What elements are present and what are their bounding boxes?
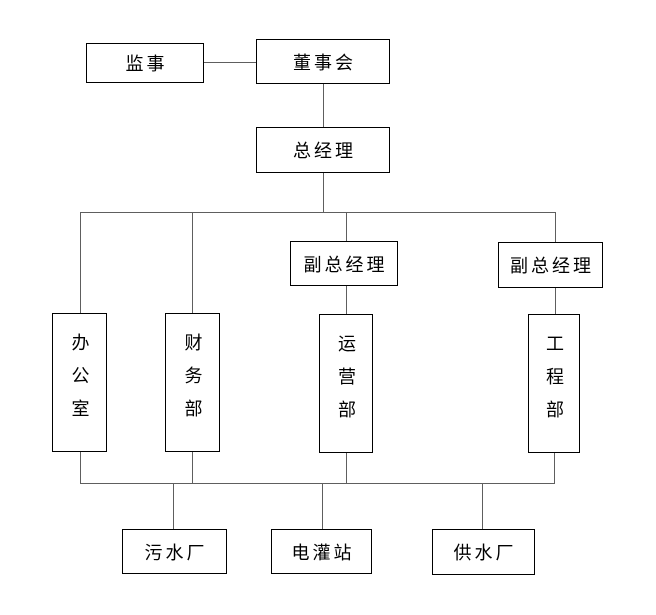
connector-office-bus2 — [80, 452, 81, 483]
node-water-plant-label: 供水厂 — [453, 543, 517, 563]
node-operations-dept-label: 运营部 — [336, 334, 356, 433]
node-pumping-station[interactable]: 电灌站 — [271, 529, 372, 574]
node-finance-dept-label: 财务部 — [182, 333, 203, 432]
node-office-label: 办公室 — [69, 333, 90, 432]
node-supervisor-label: 监事 — [125, 54, 168, 74]
node-water-plant[interactable]: 供水厂 — [432, 529, 535, 575]
node-engineering-dept-label: 工程部 — [544, 334, 564, 433]
connector-bus1-deputy-gm-2 — [555, 212, 556, 242]
connector-bus1 — [80, 212, 556, 213]
node-general-manager-label: 总经理 — [293, 141, 356, 161]
node-finance-dept[interactable]: 财务部 — [165, 313, 220, 452]
connector-gm-bus1 — [323, 173, 324, 213]
connector-deputy-gm-1-operations — [346, 286, 347, 314]
node-engineering-dept[interactable]: 工程部 — [528, 314, 580, 453]
connector-finance-bus2 — [192, 452, 193, 483]
node-deputy-gm-1-label: 副总经理 — [303, 254, 388, 275]
connector-board-gm — [323, 84, 324, 127]
connector-bus2-water — [482, 483, 483, 529]
connector-bus2 — [80, 483, 555, 484]
connector-bus2-pumping — [322, 483, 323, 529]
connector-engineering-bus2 — [554, 453, 555, 483]
connector-supervisor-board — [204, 62, 256, 63]
connector-operations-bus2 — [346, 453, 347, 483]
node-deputy-gm-1[interactable]: 副总经理 — [290, 241, 398, 286]
node-operations-dept[interactable]: 运营部 — [319, 314, 373, 453]
node-pumping-station-label: 电灌站 — [291, 542, 355, 563]
connector-deputy-gm-2-engineering — [555, 288, 556, 314]
connector-bus1-finance — [192, 212, 193, 313]
node-deputy-gm-2[interactable]: 副总经理 — [498, 242, 603, 288]
node-board[interactable]: 董事会 — [256, 39, 390, 84]
node-office[interactable]: 办公室 — [52, 313, 107, 452]
connector-bus1-office — [80, 212, 81, 313]
node-board-label: 董事会 — [293, 52, 356, 73]
node-supervisor[interactable]: 监事 — [86, 43, 204, 83]
node-sewage-plant-label: 污水厂 — [144, 542, 208, 563]
node-sewage-plant[interactable]: 污水厂 — [122, 529, 227, 574]
node-general-manager[interactable]: 总经理 — [256, 127, 390, 173]
connector-bus2-sewage — [173, 483, 174, 529]
node-deputy-gm-2-label: 副总经理 — [510, 256, 594, 276]
connector-bus1-deputy-gm-1 — [346, 212, 347, 241]
